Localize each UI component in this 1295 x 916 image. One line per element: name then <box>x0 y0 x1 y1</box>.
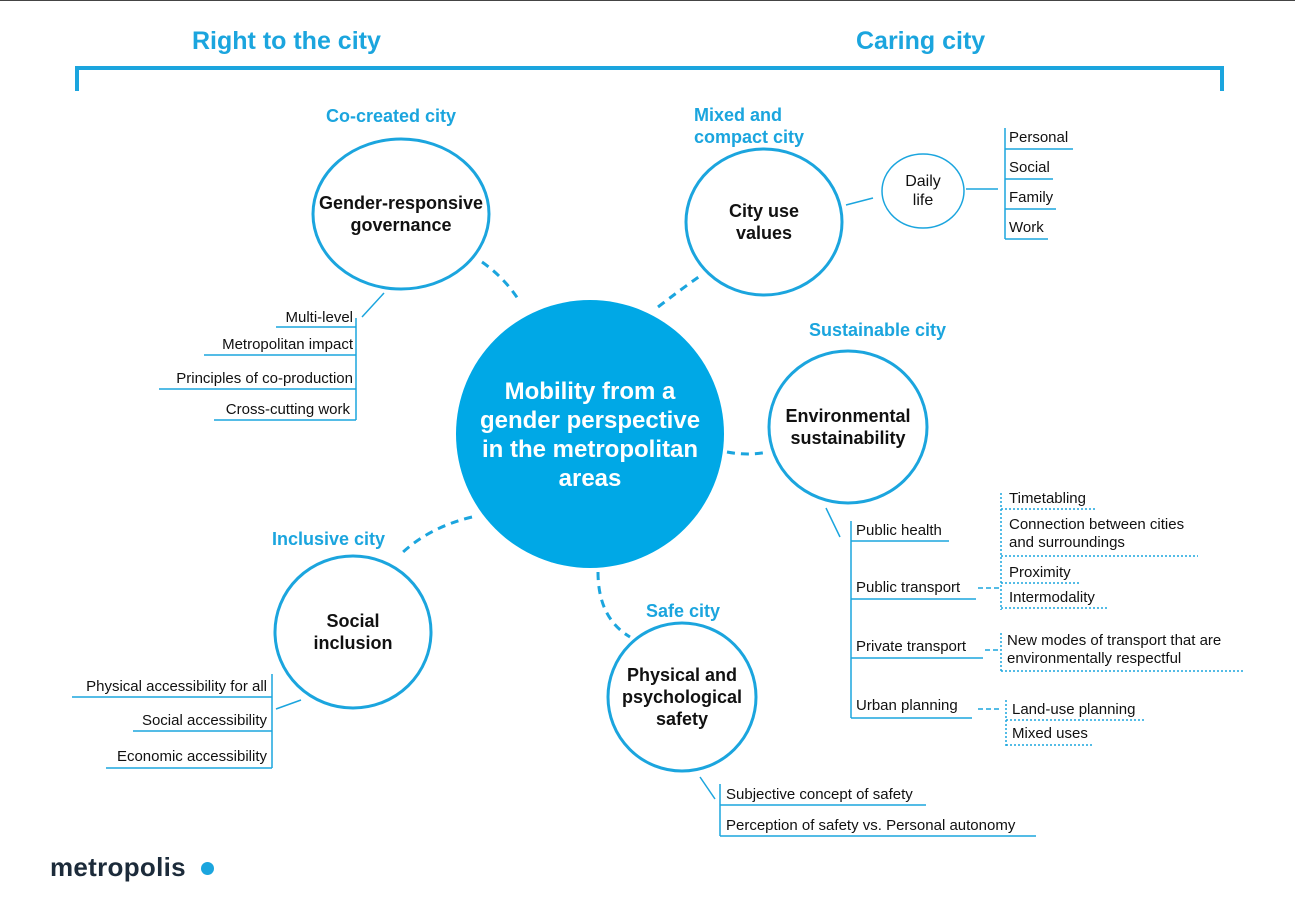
section-mixed-compact-city: Mixed and compact city <box>694 105 805 147</box>
connector-social <box>400 515 473 555</box>
leaf-private-transport: Private transport <box>856 638 967 655</box>
daily-life-circle <box>881 153 965 229</box>
node-daily-life-label: Daily life <box>905 173 941 209</box>
leaf-subjective-safety: Subjective concept of safety <box>726 786 913 803</box>
leaf-connection-cities: Connection between cities and surroundin… <box>1009 516 1185 551</box>
leaf-mixed-uses: Mixed uses <box>1012 725 1088 742</box>
leaf-public-transport: Public transport <box>856 579 961 596</box>
header-right-to-the-city: Right to the city <box>192 27 381 55</box>
leaf-multi-level: Multi-level <box>285 309 353 326</box>
node-environmental-label: Environmental sustainability <box>785 406 911 448</box>
top-rule <box>0 0 1295 1</box>
connector-governance <box>481 260 522 303</box>
leaf-family: Family <box>1009 189 1054 206</box>
connector-safety <box>596 571 631 639</box>
social-circle <box>273 554 433 710</box>
metropolis-logo: metropolis <box>50 852 186 882</box>
leaf-personal: Personal <box>1009 129 1069 146</box>
safety-circle <box>606 621 758 773</box>
header-caring-city: Caring city <box>856 27 986 55</box>
leaf-perception-safety: Perception of safety vs. Personal autono… <box>726 817 1016 834</box>
node-social-inclusion-label: Social inclusion <box>313 611 393 653</box>
section-safe-city: Safe city <box>646 601 721 621</box>
connector-environmental <box>726 450 769 456</box>
leaf-intermodality: Intermodality <box>1009 589 1095 606</box>
leaf-timetabling: Timetabling <box>1009 490 1086 507</box>
environmental-circle <box>767 349 929 505</box>
leaf-proximity: Proximity <box>1009 564 1071 581</box>
logo-dot <box>201 862 214 875</box>
leaf-principles-co-production: Principles of co-production <box>176 370 353 387</box>
leaf-social-accessibility: Social accessibility <box>141 712 267 729</box>
leaf-economic-accessibility: Economic accessibility <box>116 748 267 765</box>
connector-city-use <box>657 274 701 309</box>
leaf-metropolitan-impact: Metropolitan impact <box>222 336 353 353</box>
leaf-urban-planning: Urban planning <box>856 697 958 714</box>
section-sustainable-city: Sustainable city <box>809 320 947 340</box>
node-safety-label: Physical and psychological safety <box>621 665 743 729</box>
governance-circle <box>311 137 491 291</box>
leaf-public-health: Public health <box>856 522 942 539</box>
node-city-use-label: City use values <box>728 201 800 243</box>
header-bracket <box>75 66 1224 91</box>
city-use-circle <box>684 147 844 297</box>
leaf-land-use-planning: Land-use planning <box>1012 701 1136 718</box>
leaf-cross-cutting-work: Cross-cutting work <box>225 401 350 418</box>
leaf-new-modes-transport: New modes of transport that are environm… <box>1007 632 1222 667</box>
leaf-physical-accessibility: Physical accessibility for all <box>86 678 267 695</box>
leaf-social: Social <box>1009 159 1050 176</box>
section-inclusive-city: Inclusive city <box>272 529 386 549</box>
center-circle <box>456 300 724 568</box>
center-title: Mobility from a gender perspective in th… <box>479 377 701 492</box>
section-co-created-city: Co-created city <box>326 106 457 126</box>
node-governance-label: Gender-responsive governance <box>318 193 484 235</box>
leaf-work: Work <box>1009 219 1044 236</box>
